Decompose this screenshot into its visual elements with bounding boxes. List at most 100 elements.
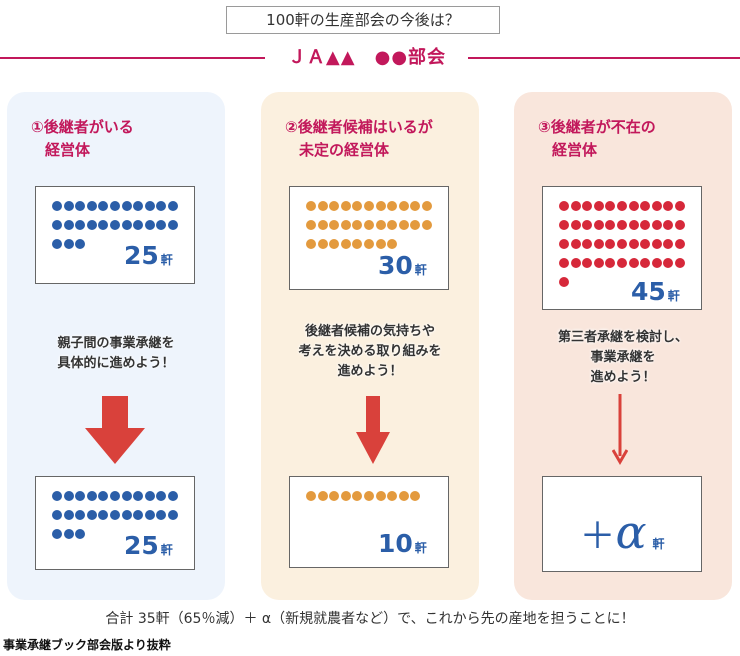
farm-dot	[63, 201, 74, 211]
farm-dot	[75, 220, 86, 230]
panel-title-line2: 未定の経営体	[299, 141, 390, 159]
count-unit: 軒	[414, 541, 427, 555]
farm-dot	[352, 201, 363, 211]
farm-dot	[663, 201, 674, 211]
farm-dot	[398, 491, 409, 501]
farm-dot	[640, 201, 651, 211]
down-arrow-icon	[85, 396, 145, 464]
farm-dot	[628, 220, 639, 230]
farm-dot	[593, 201, 604, 211]
farm-dot	[167, 220, 178, 230]
farm-dot	[674, 239, 685, 249]
farm-dot	[363, 201, 374, 211]
farm-dot	[421, 201, 432, 211]
farm-dot	[616, 258, 627, 268]
farm-dot	[387, 239, 398, 249]
farm-dot	[98, 201, 109, 211]
farm-dot	[582, 239, 593, 249]
farm-dot	[663, 220, 674, 230]
farm-dot	[98, 220, 109, 230]
farm-dot	[144, 510, 155, 520]
message-line: 事業承継を	[590, 350, 656, 365]
farm-dot	[75, 529, 86, 539]
farm-dot	[86, 220, 97, 230]
farm-dot	[663, 258, 674, 268]
farm-dot	[329, 220, 340, 230]
farm-dot	[582, 201, 593, 211]
farm-dots	[52, 201, 184, 258]
farm-dot	[98, 510, 109, 520]
panel-title-line1: ③後継者が不在の	[538, 118, 656, 136]
farm-dot	[651, 239, 662, 249]
message-line: 考えを決める取り組みを	[298, 344, 442, 359]
farm-dot	[98, 491, 109, 501]
farm-dots	[306, 491, 438, 510]
count-unit: 軒	[667, 289, 680, 303]
farm-dot	[317, 201, 328, 211]
farm-dot	[317, 220, 328, 230]
farm-dot	[559, 220, 569, 230]
farm-dot	[570, 201, 581, 211]
panel-title-line1: ①後継者がいる	[31, 118, 134, 136]
farm-dot	[109, 201, 120, 211]
farm-dot	[317, 491, 328, 501]
count-unit: 軒	[160, 543, 173, 557]
page-title: 100軒の生産部会の今後は？	[226, 6, 500, 34]
farm-dot	[651, 258, 662, 268]
farm-dot	[340, 220, 351, 230]
farm-dot	[640, 220, 651, 230]
count-unit: 軒	[160, 253, 173, 267]
farm-dot	[663, 239, 674, 249]
farm-dot	[133, 201, 144, 211]
farm-dot	[375, 239, 386, 249]
alpha-symbol: α	[615, 505, 647, 559]
farm-dot	[410, 201, 421, 211]
message-line: 進めよう！	[590, 370, 656, 385]
panel-title: ③後継者が不在の 経営体	[538, 116, 728, 162]
message-line: 進めよう！	[337, 364, 403, 379]
farm-dot	[52, 220, 62, 230]
farm-dot	[387, 201, 398, 211]
farm-dot	[121, 491, 132, 501]
farm-dot	[329, 239, 340, 249]
farm-dot	[63, 529, 74, 539]
count-number: 25	[124, 241, 159, 270]
farm-dot	[156, 201, 167, 211]
source-note: 事業承継ブック部会版より抜粋	[3, 638, 171, 652]
farm-dot	[674, 220, 685, 230]
farm-dot	[306, 220, 316, 230]
header-divider-left	[0, 57, 265, 59]
farm-dot	[398, 220, 409, 230]
farm-dot	[387, 491, 398, 501]
farm-dot	[167, 491, 178, 501]
farm-dot	[674, 201, 685, 211]
farm-dots	[559, 201, 691, 296]
panel-title-line2: 経営体	[45, 141, 91, 159]
farm-dot	[109, 510, 120, 520]
farm-dot	[340, 201, 351, 211]
header-divider-right	[468, 57, 740, 59]
farm-dot	[75, 491, 86, 501]
farm-dots	[52, 491, 184, 548]
farm-dot	[63, 239, 74, 249]
farm-dot	[605, 201, 616, 211]
message-line: 具体的に進めよう！	[57, 356, 175, 371]
farm-dot	[616, 220, 627, 230]
panel-title: ②後継者候補はいるが 未定の経営体	[285, 116, 475, 162]
farm-dot	[317, 239, 328, 249]
farm-dot	[133, 220, 144, 230]
panel-title-line2: 経営体	[552, 141, 598, 159]
farm-dot	[559, 258, 569, 268]
farm-dot	[121, 510, 132, 520]
farm-dot	[363, 239, 374, 249]
count-number: 30	[378, 251, 413, 280]
